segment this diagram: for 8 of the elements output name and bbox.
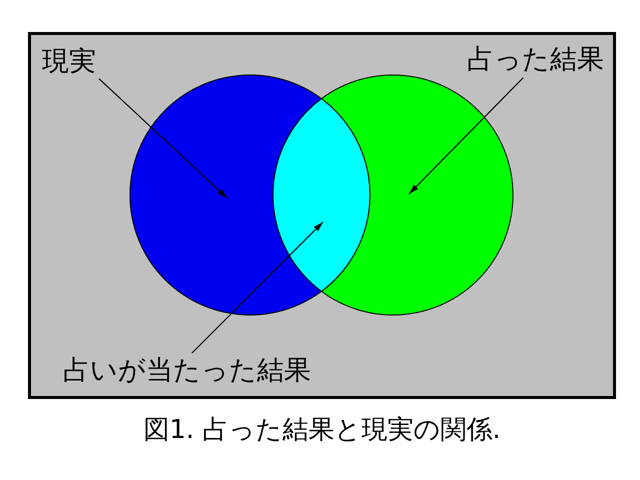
callout-label: 占った結果 [467,45,604,75]
leader-arrow [408,77,524,194]
figure-caption: 図1. 占った結果と現実の関係. [143,416,501,445]
callout-label: 現実 [42,47,96,77]
overlap-region [272,98,370,292]
callout-label: 占いが当たった結果 [63,356,311,386]
leader-arrow [98,78,228,198]
leader-arrow [192,222,324,354]
